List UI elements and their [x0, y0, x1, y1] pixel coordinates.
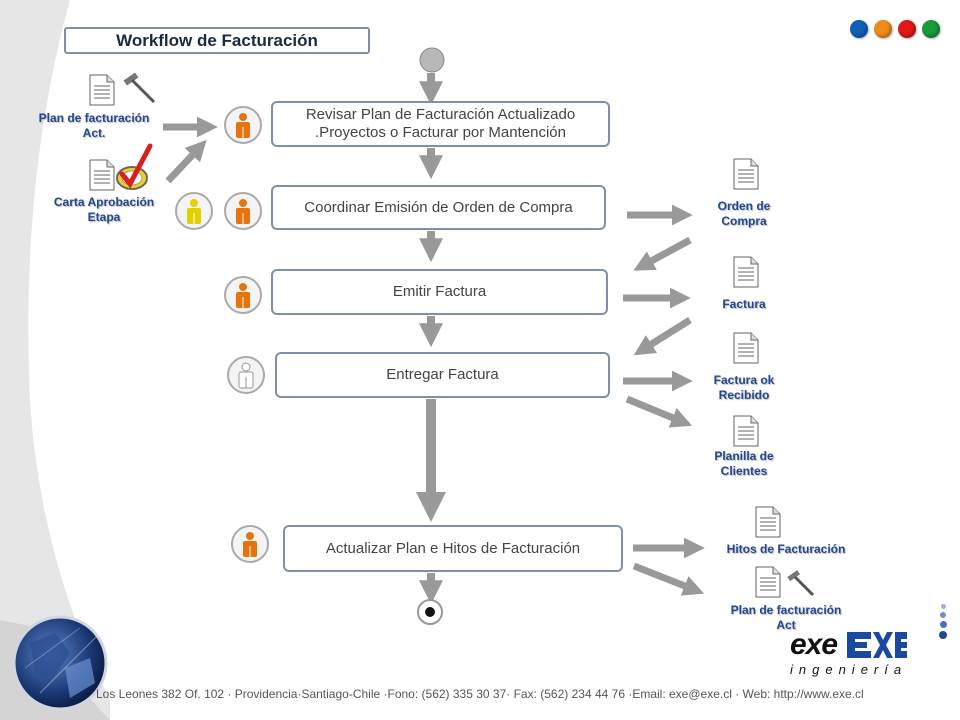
- step-entregar-label: Entregar Factura: [386, 366, 499, 383]
- document-icon: [733, 415, 759, 447]
- step-revisar-plan: Revisar Plan de Facturación Actualizado …: [271, 101, 610, 147]
- person-icon: [224, 192, 262, 230]
- output-doc-line1: Planilla de: [714, 449, 774, 463]
- step-emitir-factura: Emitir Factura: [271, 269, 608, 315]
- output-doc-label: Factura ok Recibido: [684, 373, 804, 403]
- input-doc-line1: Plan de facturación: [38, 111, 150, 125]
- orange-dot: [874, 20, 892, 38]
- output-doc-line2: Compra: [721, 214, 767, 228]
- output-doc-label: Plan de facturación Act: [706, 603, 866, 633]
- checkmark-icon: [116, 143, 153, 190]
- document-icon: [733, 332, 759, 364]
- document-icon: [733, 158, 759, 190]
- output-doc-label: Planilla de Clientes: [684, 449, 804, 479]
- step-coordinar-orden: Coordinar Emisión de Orden de Compra: [271, 185, 606, 230]
- person-icon: [175, 192, 213, 230]
- step-revisar-line2: .Proyectos o Facturar por Mantención: [315, 124, 566, 141]
- output-doc-label: Factura: [684, 297, 804, 312]
- output-arrow: [625, 395, 693, 428]
- page-title: Workflow de Facturación: [64, 27, 370, 54]
- footer-contact: Los Leones 382 Of. 102 · Providencia·San…: [96, 687, 864, 701]
- output-doc-line1: Hitos de Facturación: [726, 542, 846, 556]
- output-doc-line2: Clientes: [720, 464, 768, 478]
- logo-word: exe: [790, 628, 838, 661]
- step-emitir-label: Emitir Factura: [392, 283, 487, 300]
- hammer-icon: [787, 570, 815, 597]
- input-doc-label: Carta Aprobación Etapa: [34, 195, 174, 225]
- input-doc-line2: Etapa: [87, 210, 121, 224]
- hammer-icon: [123, 72, 156, 104]
- output-arrow: [632, 562, 705, 596]
- output-doc-label: Orden de Compra: [684, 199, 804, 229]
- output-doc-line2: Act: [776, 618, 796, 632]
- output-doc-line1: Plan de facturación: [730, 603, 842, 617]
- person-icon: [224, 106, 262, 144]
- input-doc-line1: Carta Aprobación: [53, 195, 155, 209]
- output-doc-line1: Orden de: [717, 199, 771, 213]
- input-arrow: [165, 139, 207, 184]
- return-arrow: [633, 236, 692, 271]
- color-dots: [850, 20, 940, 38]
- step-entregar-factura: Entregar Factura: [275, 352, 610, 398]
- blue-dot: [850, 20, 868, 38]
- input-doc-label: Plan de facturación Act.: [24, 111, 164, 141]
- exe-logo: exe ingeniería: [790, 628, 909, 677]
- document-icon: [755, 506, 781, 538]
- person-icon: [231, 525, 269, 563]
- start-node: [419, 47, 445, 73]
- document-icon: [755, 566, 781, 598]
- green-dot: [922, 20, 940, 38]
- step-coordinar-label: Coordinar Emisión de Orden de Compra: [304, 198, 573, 216]
- step-actualizar-label: Actualizar Plan e Hitos de Facturación: [325, 539, 581, 557]
- output-doc-line1: Factura ok: [713, 373, 775, 387]
- red-dot: [898, 20, 916, 38]
- output-doc-line1: Factura: [722, 297, 766, 311]
- document-icon: [733, 256, 759, 288]
- document-icon: [89, 159, 115, 191]
- person-icon: [224, 276, 262, 314]
- side-dots: [939, 604, 947, 639]
- logo-subtitle: ingeniería: [790, 662, 908, 677]
- step-revisar-line1: Revisar Plan de Facturación Actualizado: [305, 106, 576, 123]
- output-doc-label: Hitos de Facturación: [706, 542, 866, 557]
- exe-emblem-icon: [847, 632, 908, 658]
- return-arrow: [633, 317, 692, 356]
- person-icon: [227, 356, 265, 394]
- document-icon: [89, 74, 115, 106]
- input-doc-line2: Act.: [82, 126, 106, 140]
- output-doc-line2: Recibido: [718, 388, 770, 402]
- globe-logo: [12, 615, 108, 711]
- step-actualizar-plan: Actualizar Plan e Hitos de Facturación: [283, 525, 623, 572]
